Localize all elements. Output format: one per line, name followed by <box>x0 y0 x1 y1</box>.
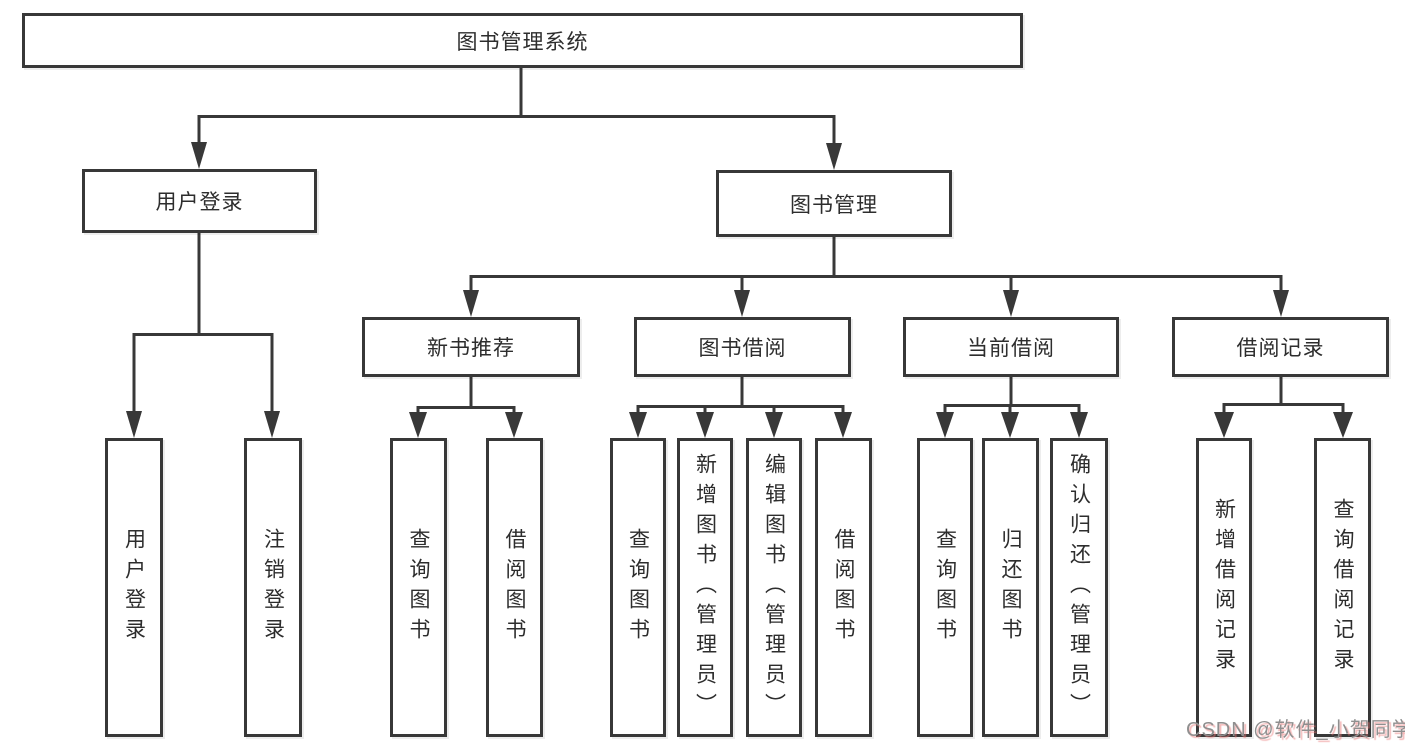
leaf-confirm-return-admin: 确认归还（管理员） <box>1050 438 1108 737</box>
leaf-add-book-admin-label: 新增图书（管理员） <box>693 452 717 723</box>
connector-book-management-groups <box>463 237 1289 317</box>
leaf-logout-label: 注销登录 <box>261 527 285 648</box>
leaf-confirm-return-admin-label: 确认归还（管理员） <box>1067 452 1091 723</box>
node-user-login: 用户登录 <box>82 169 317 233</box>
leaf-borrow-book-recommend: 借阅图书 <box>486 438 543 737</box>
leaf-edit-book-admin: 编辑图书（管理员） <box>746 438 802 737</box>
connector-current-borrow-children <box>936 377 1088 438</box>
leaf-add-book-admin: 新增图书（管理员） <box>677 438 733 737</box>
node-borrow-record: 借阅记录 <box>1172 317 1389 377</box>
node-book-management: 图书管理 <box>716 170 952 237</box>
leaf-add-borrow-record-label: 新增借阅记录 <box>1212 497 1236 678</box>
leaf-add-borrow-record: 新增借阅记录 <box>1196 438 1252 737</box>
leaf-query-borrow-record-label: 查询借阅记录 <box>1331 497 1354 678</box>
leaf-user-login-label: 用户登录 <box>122 527 146 648</box>
leaf-query-borrow-record: 查询借阅记录 <box>1314 438 1371 737</box>
node-library-system: 图书管理系统 <box>22 13 1023 68</box>
leaf-borrow-book: 借阅图书 <box>815 438 872 737</box>
connector-borrow-record-children <box>1214 377 1353 438</box>
leaf-user-login: 用户登录 <box>105 438 163 737</box>
node-new-book-recommend: 新书推荐 <box>362 317 580 377</box>
connector-user-login-children <box>126 233 280 438</box>
leaf-query-book-recommend: 查询图书 <box>390 438 447 737</box>
leaf-borrow-book-label: 借阅图书 <box>832 527 855 648</box>
leaf-logout: 注销登录 <box>244 438 302 737</box>
connector-new-book-children <box>409 377 523 438</box>
leaf-return-book: 归还图书 <box>982 438 1039 737</box>
leaf-query-book-borrow-label: 查询图书 <box>626 527 650 648</box>
node-book-borrow: 图书借阅 <box>634 317 851 377</box>
connector-root-to-level2 <box>191 68 842 170</box>
leaf-query-book-current-label: 查询图书 <box>933 527 957 648</box>
csdn-watermark: CSDN @软件_小贺同学 <box>1186 719 1405 741</box>
leaf-query-book-borrow: 查询图书 <box>610 438 666 737</box>
leaf-query-book-current: 查询图书 <box>917 438 973 737</box>
leaf-edit-book-admin-label: 编辑图书（管理员） <box>762 452 786 723</box>
node-current-borrow: 当前借阅 <box>903 317 1119 377</box>
leaf-return-book-label: 归还图书 <box>999 527 1022 648</box>
connector-book-borrow-children <box>629 377 852 438</box>
leaf-borrow-book-recommend-label: 借阅图书 <box>503 527 526 648</box>
leaf-query-book-recommend-label: 查询图书 <box>407 527 430 648</box>
